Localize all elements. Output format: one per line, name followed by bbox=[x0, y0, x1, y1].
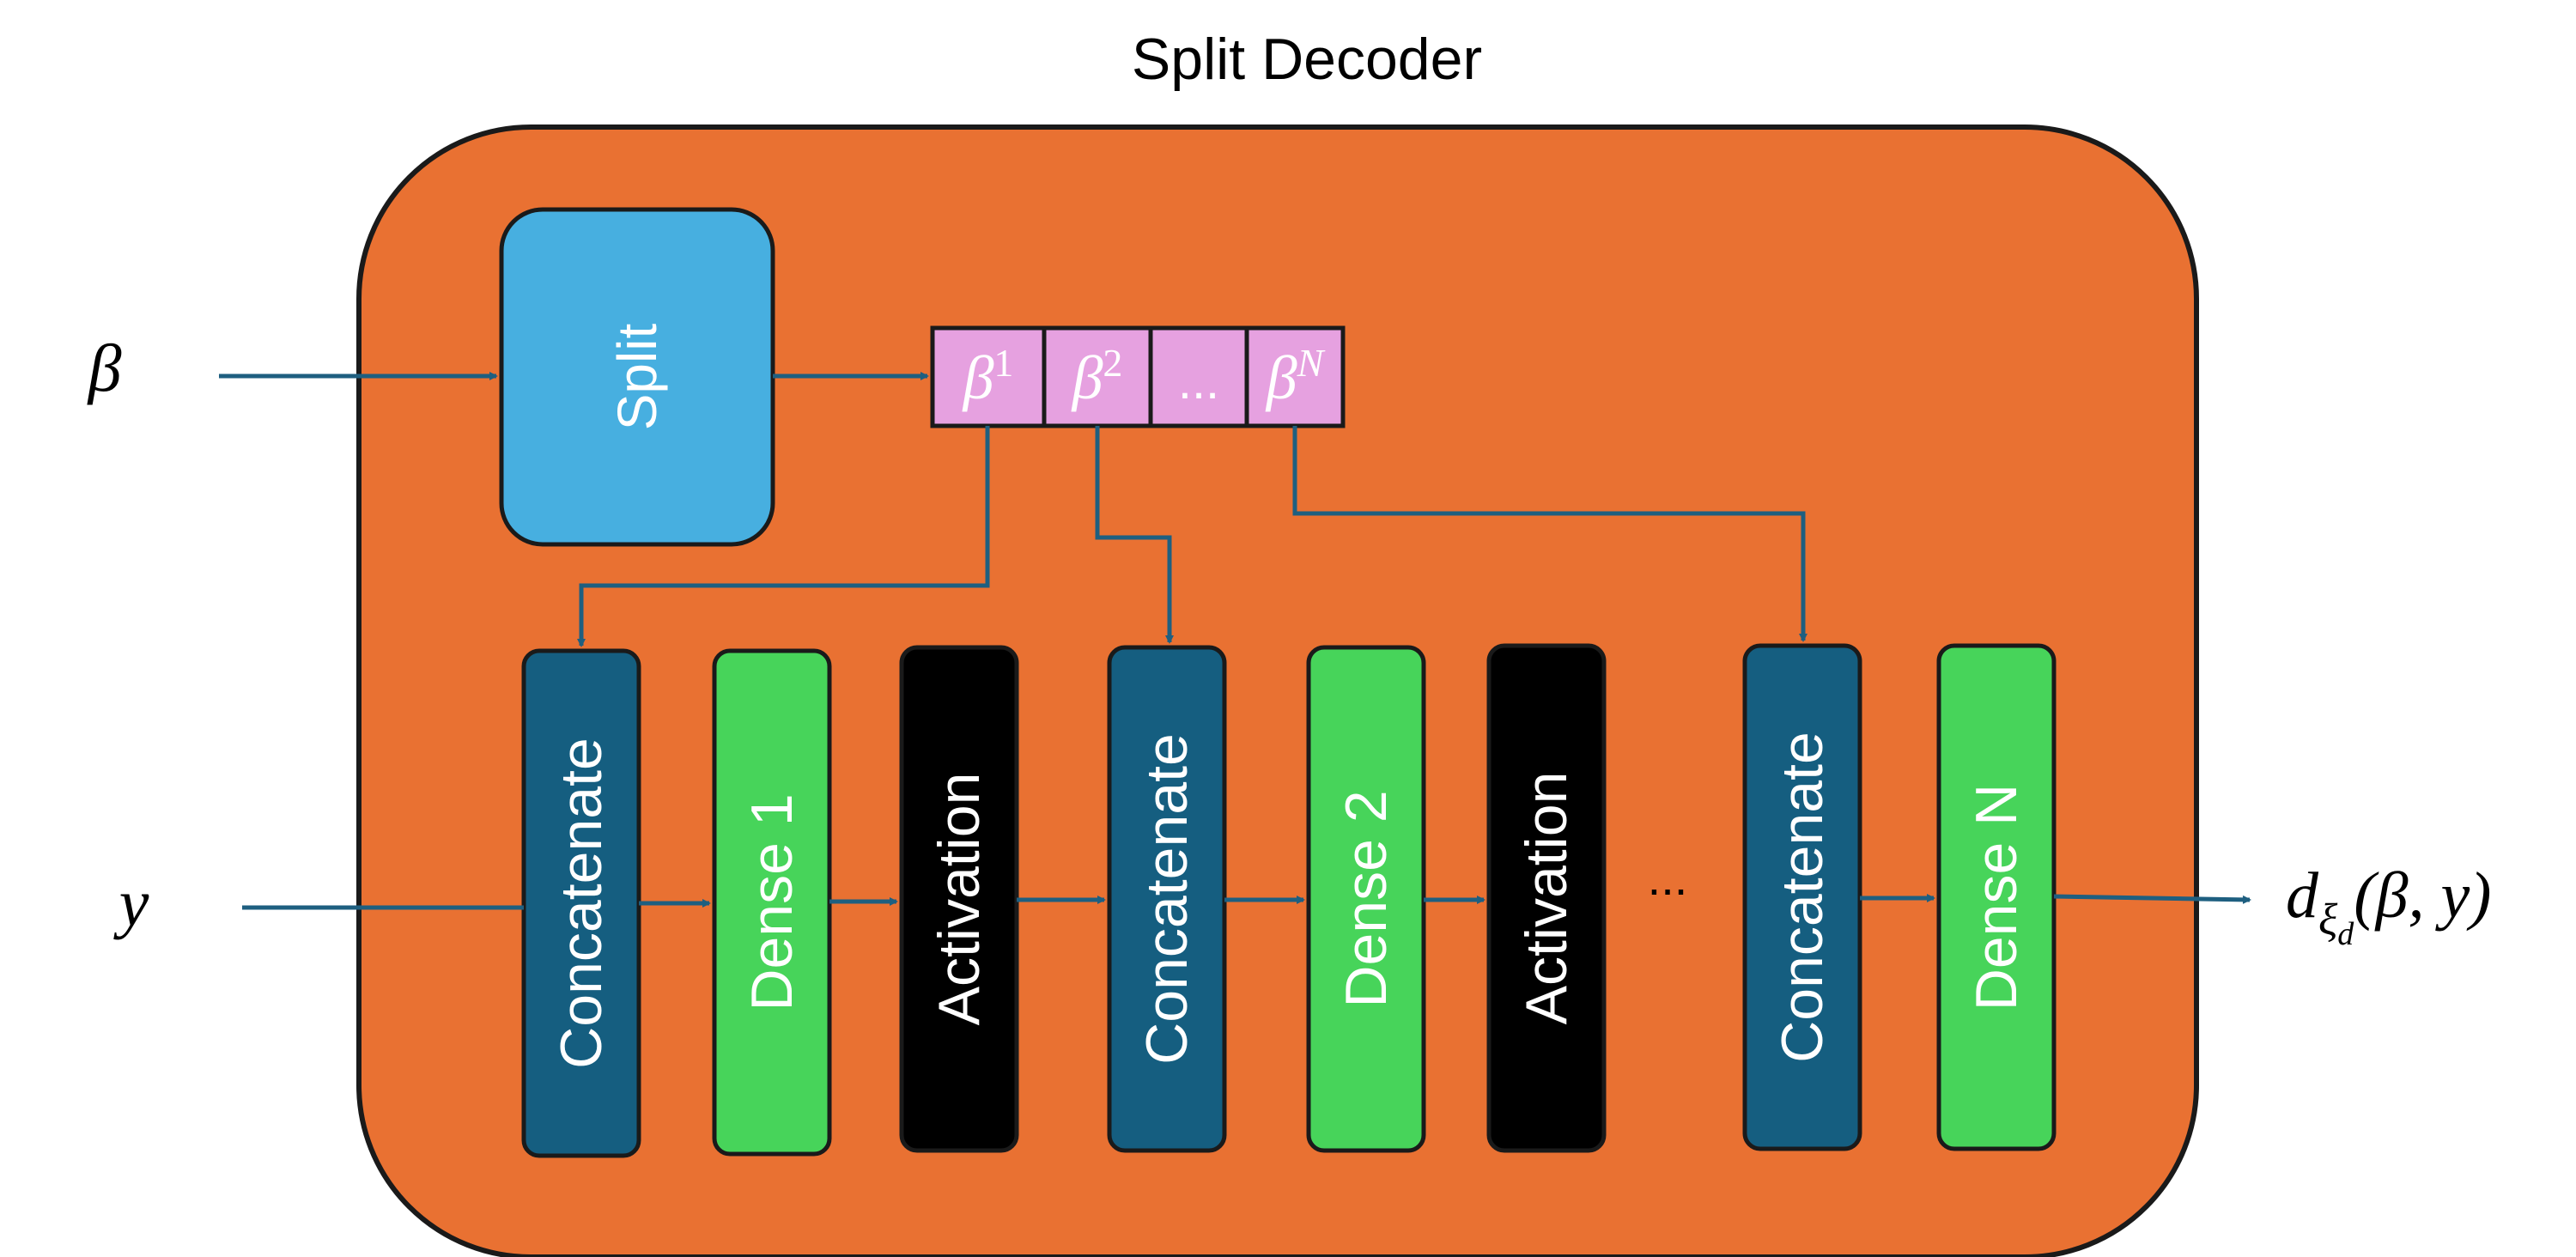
layer-label-3: Activation bbox=[927, 773, 992, 1026]
output-d: d bbox=[2286, 859, 2319, 932]
layer-ellipsis: ... bbox=[1648, 851, 1688, 905]
layer-label-5: Dense 2 bbox=[1334, 790, 1399, 1007]
layer-label-7: Concatenate bbox=[1770, 732, 1835, 1063]
split-cell-sup-1: 1 bbox=[993, 341, 1013, 385]
split-label: Split bbox=[606, 324, 668, 431]
input-y-label: y bbox=[113, 865, 149, 940]
output-sub: ξ bbox=[2318, 896, 2338, 944]
split-output-cells: β1 β2... βN bbox=[930, 325, 1346, 428]
split-cell-sup-4: N bbox=[1297, 341, 1326, 385]
output-subsub: d bbox=[2337, 916, 2354, 952]
layer-activation-6 bbox=[1486, 643, 1607, 1153]
layer-label-8: Dense N bbox=[1964, 784, 2029, 1011]
split-cell-label-1: β1 bbox=[962, 341, 1014, 412]
layer-stack: Concatenate Dense 1 Activation Concatenate D… bbox=[521, 643, 2057, 1158]
connectors bbox=[219, 372, 2251, 910]
layer-label-1: Concatenate bbox=[549, 738, 614, 1069]
arrow-beta1-to-concat-1 bbox=[577, 426, 990, 647]
arrow-to-output bbox=[2053, 894, 2251, 904]
output-args: (β, y) bbox=[2354, 859, 2491, 932]
layer-label-4: Concatenate bbox=[1134, 733, 1200, 1065]
split-cell-4 bbox=[1244, 325, 1346, 428]
arrow-betaN-to-concat-3 bbox=[1292, 426, 1807, 642]
split-cell-label-2: β2 bbox=[1071, 341, 1123, 412]
input-beta-label: β bbox=[87, 331, 122, 405]
layer-label-2: Dense 1 bbox=[739, 793, 805, 1011]
split-cell-label-3: ... bbox=[1178, 354, 1219, 410]
split-cell-label-4: βN bbox=[1265, 341, 1326, 412]
split-block: Split bbox=[499, 207, 775, 547]
split-cell-sup-2: 2 bbox=[1103, 341, 1122, 385]
layer-label-6: Activation bbox=[1514, 772, 1579, 1025]
arrow-beta2-to-concat-2 bbox=[1095, 426, 1174, 644]
split-cell-3 bbox=[1148, 325, 1249, 428]
diagram-title: Split Decoder bbox=[1132, 27, 1482, 92]
output-label: dξd(β, y) bbox=[2286, 859, 2491, 952]
